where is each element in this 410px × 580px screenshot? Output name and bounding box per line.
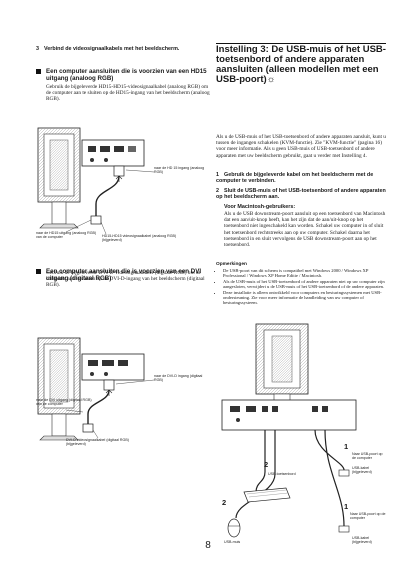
dvi-input-label: naar de DVI-D ingang (digitaal RGB): [154, 374, 203, 382]
usb-step-1-number: 1: [216, 172, 219, 178]
section-dvi-title: Een computer aansluiten die is voorzien …: [36, 268, 216, 282]
step-3-number: 3: [36, 46, 39, 52]
usb-fig-step-1b: 1: [344, 502, 349, 511]
setup-3-heading: Instelling 3: De USB-muis of het USB-toe…: [216, 45, 386, 85]
usb-fig-step-2a: 2: [264, 460, 269, 469]
usb-pc-port-label-2: Naar USB-poort op de computer: [350, 512, 386, 520]
step-3: 3 Verbind de videosignaalkabels met het b…: [36, 46, 208, 52]
hd15-diagram: [37, 127, 155, 235]
setup-3-heading-text: Instelling 3: De USB-muis of het USB-toe…: [216, 44, 386, 85]
square-bullet-icon: [36, 269, 41, 274]
usb-mark-icon: ☼: [266, 74, 276, 85]
note-item: De USB-poort van dit scherm is compatibe…: [223, 268, 386, 279]
note-item: Deze installatie is alleen ontwikkeld vo…: [223, 290, 386, 306]
section-hd15-title-text: Een computer aansluiten die is voorzien …: [46, 68, 207, 82]
usb-step-2-text: Sluit de USB-muis of het USB-toetsenbord…: [216, 188, 386, 201]
square-bullet-icon: [36, 69, 41, 74]
figure-dvi-connection: naar de DVI-D ingang (digitaal RGB) naar…: [36, 334, 208, 454]
usb-fig-step-2b: 2: [222, 498, 227, 507]
dvi-cable-label: DVI-D videosignaalkabel (digitaal RGB) (…: [66, 438, 129, 446]
hd15-input-label: naar de HD 15 ingang (analoog RGB): [154, 166, 205, 174]
dvi-diagram: [37, 337, 155, 441]
figure-hd15-connection: naar de HD 15 ingang (analoog RGB) naar …: [36, 120, 208, 248]
left-column: 3 Verbind de videosignaalkabels met het b…: [36, 0, 210, 446]
usb-diagram: [221, 323, 357, 538]
heading-rule: [216, 43, 386, 44]
mac-users-body: Als u de USB downstream-poort aansluit o…: [224, 211, 386, 249]
section-hd15-title: Een computer aansluiten die is voorzien …: [36, 68, 216, 82]
section-hd15-body: Gebruik de bijgeleverde HD15-HD15-videos…: [46, 84, 210, 103]
mac-users-title: Voor Macintosh-gebruikers:: [224, 204, 296, 210]
notes-list: De USB-poort van dit scherm is compatibe…: [216, 268, 386, 306]
page-number: 8: [205, 540, 211, 551]
step-3-text: Verbind de videosignaalkabels met het be…: [44, 46, 180, 52]
usb-step-1-text: Gebruik de bijgeleverde kabel om het bee…: [216, 172, 374, 185]
hd15-cable-label: HD15-HD15 videosignaalkabel (analoog RGB…: [102, 234, 177, 242]
section-dvi-body: Gebruik de bijgeleverde DVI-D-videosigna…: [46, 270, 205, 289]
dvi-output-label: naar de DVI uitgang (digitaal RGB) van d…: [36, 398, 92, 406]
usb-cable-label-2: USB-kabel (bijgeleverd): [352, 536, 372, 544]
usb-keyboard-label: USB-toetsenbord: [268, 472, 296, 476]
note-item: Als de USB-muis of het USB-toetsenbord o…: [223, 279, 386, 290]
notes-title: Opmerkingen: [216, 262, 247, 267]
figure-usb-connection: 1 Naar USB-poort op de computer USB-kabe…: [216, 322, 386, 554]
usb-mouse-label: USB-muis: [224, 540, 241, 544]
usb-cable-label-1: USB-kabel (bijgeleverd): [352, 466, 372, 474]
usb-step-2-number: 2: [216, 188, 219, 194]
usb-fig-step-1a: 1: [344, 442, 349, 451]
usb-pc-port-label-1: Naar USB-poort op de computer: [352, 452, 383, 460]
section-dvi-title-text: Een computer aansluiten die is voorzien …: [46, 268, 202, 282]
setup-3-intro: Als u de USB-muis of het USB-toetsenbord…: [216, 134, 386, 159]
hd15-output-label: naar de HD15 uitgang (analoog RGB) van d…: [36, 231, 97, 239]
